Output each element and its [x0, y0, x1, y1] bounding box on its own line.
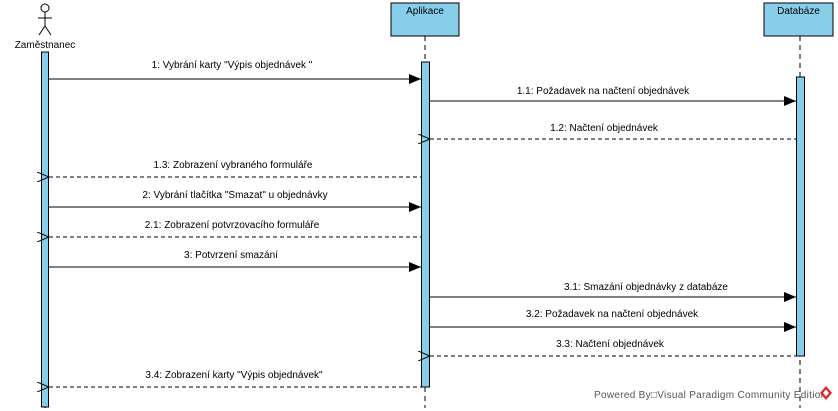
participant-box-databaze [763, 2, 834, 37]
message-2: 2: Vybrání tlačítka "Smazat" u objednávk… [49, 190, 421, 212]
message-label: 2.1: Zobrazení potvrzovacího formuláře [145, 220, 320, 231]
message-1-1: 1.1: Požadavek na načtení objednávek [430, 86, 796, 106]
message-3-2: 3.2: Požadavek na načtení objednávek [430, 309, 796, 332]
message-3: 3: Potvrzení smazání [49, 250, 421, 272]
message-label: 3.1: Smazání objednávky z databáze [564, 282, 728, 293]
message-label: 3.2: Požadavek na načtení objednávek [526, 309, 699, 320]
message-1-3: 1.3: Zobrazení vybraného formuláře [49, 160, 421, 177]
actor-icon [38, 3, 52, 36]
message-1: 1: Vybrání karty "Výpis objednávek " [49, 60, 421, 84]
participant-aplikace: Aplikace [390, 2, 460, 37]
actor-label: Zaměstnanec [15, 40, 76, 51]
message-label: 3: Potvrzení smazání [184, 250, 278, 261]
message-1-2: 1.2: Načtení objednávek [430, 123, 796, 139]
message-label: 1.3: Zobrazení vybraného formuláře [154, 160, 313, 171]
message-label: 1.2: Načtení objednávek [550, 123, 659, 134]
message-label: 3.4: Zobrazení karty "Výpis objednávek" [145, 370, 323, 381]
message-label: 1.1: Požadavek na načtení objednávek [517, 86, 690, 97]
message-3-1: 3.1: Smazání objednávky z databáze [430, 282, 796, 302]
watermark: Powered By□Visual Paradigm Community Edi… [594, 386, 832, 401]
participant-label-aplikace: Aplikace [406, 6, 444, 17]
message-label: 2: Vybrání tlačítka "Smazat" u objednávk… [142, 190, 327, 201]
watermark-text: Powered By□Visual Paradigm Community Edi… [594, 390, 827, 401]
actor-employee: Zaměstnanec [15, 3, 76, 51]
activation-actor [41, 51, 49, 408]
message-2-1: 2.1: Zobrazení potvrzovacího formuláře [49, 220, 421, 237]
activation-aplikace [421, 61, 430, 388]
message-3-3: 3.3: Načtení objednávek [430, 339, 796, 356]
message-label: 3.3: Načtení objednávek [556, 339, 665, 350]
message-label: 1: Vybrání karty "Výpis objednávek " [152, 60, 313, 71]
participant-box-aplikace [390, 2, 460, 37]
visual-paradigm-logo-icon [820, 386, 832, 400]
message-3-4: 3.4: Zobrazení karty "Výpis objednávek" [49, 370, 421, 387]
participant-label-databaze: Databáze [777, 6, 820, 17]
participant-databaze: Databáze [763, 2, 834, 37]
activation-databaze [796, 76, 805, 357]
